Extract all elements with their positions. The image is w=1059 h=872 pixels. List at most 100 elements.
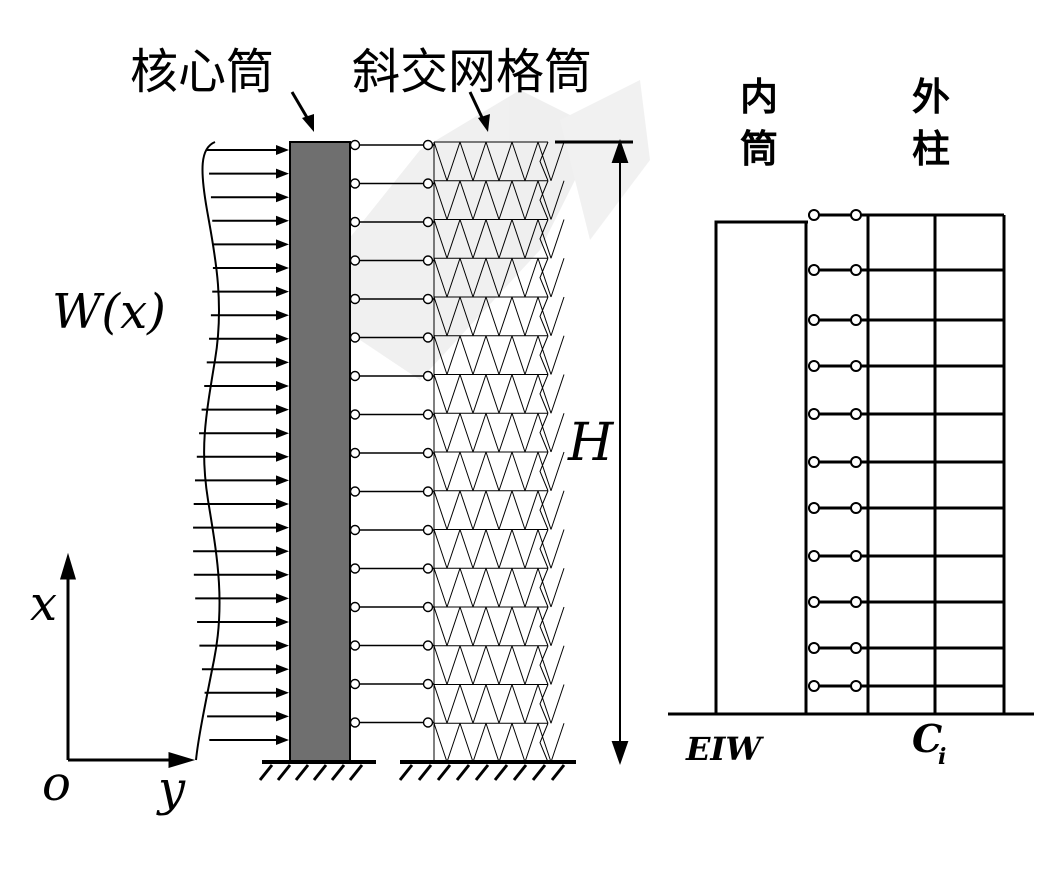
load-arrow-head xyxy=(276,475,289,486)
diagrid-diagonal xyxy=(498,374,513,414)
diagrid-diagonal xyxy=(537,296,552,336)
outer-column-label-1: 外 xyxy=(912,75,950,119)
diagrid-tube xyxy=(433,141,565,763)
height-dimension xyxy=(555,138,633,766)
frame-pin xyxy=(850,680,862,692)
diagrid-diagonal xyxy=(472,684,487,724)
diagrid-diagonal xyxy=(485,606,500,646)
support-hatch xyxy=(417,764,433,781)
support-hatch xyxy=(294,764,310,781)
link-pin xyxy=(422,640,434,651)
diagrid-diagonal xyxy=(511,529,526,569)
diagrid-diagonal xyxy=(550,568,565,608)
diagrid-diagonal xyxy=(498,684,513,724)
load-arrow-head xyxy=(276,640,289,651)
diagrid-diagonal xyxy=(550,374,565,414)
load-arrow-head xyxy=(276,215,289,226)
load-arrow-head xyxy=(276,381,289,391)
link-pin xyxy=(422,370,434,382)
diagrid-diagonal xyxy=(472,180,487,220)
column-label-subscript: i xyxy=(938,744,946,770)
diagrid-diagonal xyxy=(446,645,461,685)
diagrid-diagonal xyxy=(446,258,461,298)
link-pin xyxy=(349,370,361,382)
diagrid-diagonal xyxy=(472,413,487,453)
diagrid-edge xyxy=(539,374,549,414)
diagrid-diagonal xyxy=(472,219,487,259)
link-pin xyxy=(349,447,361,459)
support-hatch xyxy=(474,764,490,781)
diagrid-diagonal xyxy=(511,180,526,220)
load-arrow-head xyxy=(276,357,289,368)
diagrid-diagonal xyxy=(446,451,461,491)
diagrid-diagonal xyxy=(550,723,565,763)
diagrid-diagonal xyxy=(511,296,526,336)
diagrid-diagonal xyxy=(524,606,539,646)
link-pin xyxy=(422,486,434,497)
diagrid-diagonal xyxy=(472,296,487,336)
diagrid-edge xyxy=(539,490,549,530)
diagrid-edge xyxy=(539,180,549,220)
load-arrow-head xyxy=(276,687,289,698)
load-arrow-head xyxy=(276,428,289,439)
diagrid-edge xyxy=(539,296,549,336)
diagrid-diagonal xyxy=(472,529,487,569)
diagrid-diagonal xyxy=(446,606,461,646)
diagrid-diagonal xyxy=(537,413,552,453)
diagrid-diagonal xyxy=(537,490,552,530)
diagrid-diagonal xyxy=(550,335,565,375)
diagrid-diagonal xyxy=(524,684,539,724)
support-hatch xyxy=(330,764,346,781)
diagrid-edge xyxy=(539,568,549,608)
diagrid-diagonal xyxy=(446,413,461,453)
diagrid-diagonal xyxy=(537,335,552,375)
core-fixed-support xyxy=(258,760,376,781)
diagrid-diagonal xyxy=(433,141,448,181)
load-arrow-head xyxy=(276,522,289,533)
diagrid-edge xyxy=(539,258,549,298)
diagrid-diagonal xyxy=(472,645,487,685)
load-label: W(x) xyxy=(52,284,166,340)
diagrid-diagonal xyxy=(485,723,500,763)
axis-origin-label: o xyxy=(42,756,71,812)
link-pin xyxy=(349,563,361,574)
diagrid-diagonal xyxy=(433,645,448,685)
diagrid-diagonal xyxy=(446,296,461,336)
watermark xyxy=(300,80,650,380)
load-arrow-head xyxy=(276,404,289,415)
diagrid-diagonal xyxy=(550,490,565,530)
diagrid-edge xyxy=(539,335,549,375)
diagrid-diagonal xyxy=(498,451,513,491)
load-arrow-head xyxy=(276,617,289,627)
link-pin xyxy=(422,678,434,690)
link-pin xyxy=(422,563,434,574)
diagrid-diagonal xyxy=(459,180,474,220)
link-pin xyxy=(349,601,361,613)
diagrid-diagonal xyxy=(485,219,500,259)
diagrid-edge xyxy=(539,529,549,569)
link-pin xyxy=(422,717,434,728)
load-arrow-head xyxy=(276,569,289,580)
diagrid-diagonal xyxy=(433,180,448,220)
diagrid-diagonal xyxy=(485,568,500,608)
diagrid-diagonal xyxy=(511,723,526,763)
diagrid-diagonal xyxy=(459,568,474,608)
load-arrow-head xyxy=(276,664,289,675)
link-pin xyxy=(422,409,434,420)
frame-pin xyxy=(808,209,820,221)
diagrid-diagonal xyxy=(537,374,552,414)
core-pointer-arrow xyxy=(290,91,314,132)
diagrid-diagonal xyxy=(459,258,474,298)
link-pin xyxy=(422,216,434,228)
diagrid-diagonal xyxy=(537,451,552,491)
diagrid-diagonal xyxy=(433,374,448,414)
diagrid-diagonal xyxy=(511,606,526,646)
diagrid-diagonal xyxy=(472,606,487,646)
diagrid-diagonal xyxy=(485,413,500,453)
diagrid-diagonal xyxy=(537,219,552,259)
diagrid-diagonal xyxy=(485,335,500,375)
diagrid-diagonal xyxy=(485,529,500,569)
diagrid-fixed-support xyxy=(398,760,576,781)
frame-pin xyxy=(850,360,862,372)
diagrid-diagonal xyxy=(524,568,539,608)
